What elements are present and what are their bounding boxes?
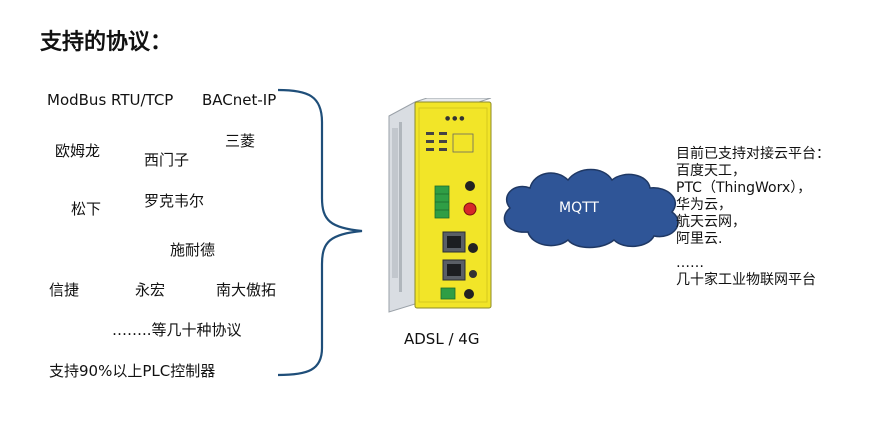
cloud-label: MQTT [559,200,599,216]
protocol-siemens: 西门子 [144,151,190,169]
platform-item: …… [676,255,704,271]
svg-text:● ● ●: ● ● ● [445,115,465,122]
platforms-heading: 目前已支持对接云平台： [676,146,830,162]
gateway-device-image: ● ● ● [388,98,492,313]
platform-item: 华为云， [676,197,732,213]
cloud-shape [503,168,679,249]
protocol-bacnet: BACnet-IP [202,91,277,109]
protocol-plc-support: 支持90%以上PLC控制器 [49,362,216,380]
device-caption: ADSL / 4G [404,330,480,348]
protocol-omron: 欧姆龙 [55,142,101,160]
protocol-more: ……..等几十种协议 [112,321,242,339]
mqtt-cloud [503,168,679,249]
protocol-nandaao: 南大傲拓 [216,281,277,299]
protocol-yonghong: 永宏 [135,281,166,299]
protocol-schneider: 施耐德 [170,241,216,259]
protocol-xinje: 信捷 [49,281,80,299]
platform-item: PTC（ThingWorx）， [676,180,812,196]
curly-bracket [277,88,363,377]
platform-item: 航天云网， [676,214,746,230]
page-title: 支持的协议： [40,29,173,55]
platform-item: 阿里云. [676,231,723,247]
protocol-modbus: ModBus RTU/TCP [47,91,174,109]
platform-item: 百度天工， [676,163,746,179]
protocol-mitsubishi: 三菱 [225,132,256,150]
bracket-path [277,88,363,377]
protocol-rockwell: 罗克韦尔 [144,192,205,210]
platform-item: 几十家工业物联网平台 [676,272,816,288]
protocol-panasonic: 松下 [71,200,102,218]
